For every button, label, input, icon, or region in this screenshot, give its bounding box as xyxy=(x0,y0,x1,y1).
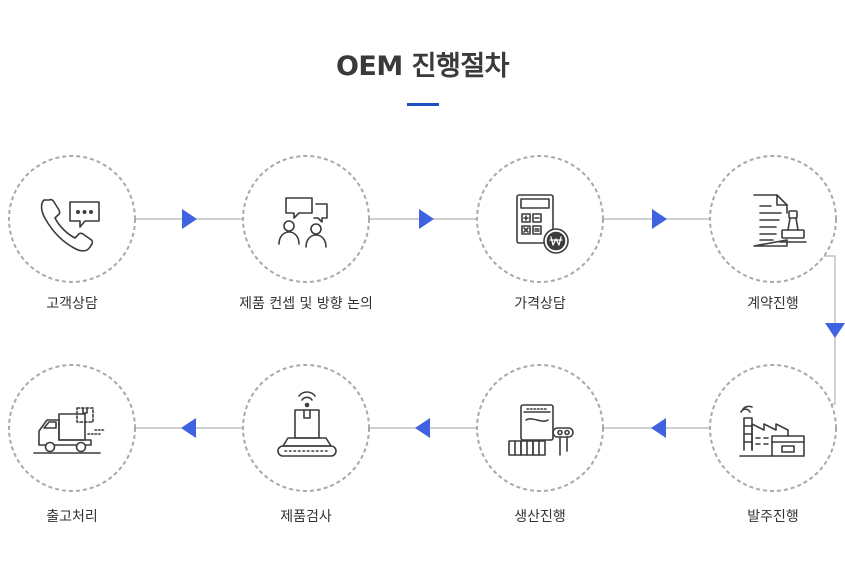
production-machine-icon xyxy=(508,404,574,456)
calculator-won-icon xyxy=(516,194,569,254)
step-label-1: 고객상담 xyxy=(46,296,98,312)
delivery-truck-icon xyxy=(33,407,105,454)
step-circle-4 xyxy=(709,155,837,283)
title-underline xyxy=(407,103,439,106)
phone-chat-icon xyxy=(40,198,100,252)
step-label-2: 제품 컨셉 및 방향 논의 xyxy=(239,296,373,312)
step-circle-6 xyxy=(476,364,604,492)
step-label-7: 제품검사 xyxy=(280,509,332,525)
discussion-people-icon xyxy=(278,197,328,248)
arrow-left-icon xyxy=(651,418,666,438)
page-title: OEM 진행절차 xyxy=(335,51,510,82)
factory-icon xyxy=(739,405,805,457)
arrow-left-icon xyxy=(181,418,196,438)
step-circle-2 xyxy=(242,155,370,283)
step-label-5: 발주진행 xyxy=(747,509,799,525)
arrow-right-icon xyxy=(182,209,197,229)
step-circle-1 xyxy=(8,155,136,283)
step-circle-7 xyxy=(242,364,370,492)
step-label-3: 가격상담 xyxy=(514,296,566,312)
contract-stamp-icon xyxy=(753,194,807,247)
conveyor-inspection-icon xyxy=(277,391,337,457)
arrow-right-icon xyxy=(419,209,434,229)
arrow-down-icon xyxy=(825,323,845,338)
arrow-left-icon xyxy=(415,418,430,438)
arrow-right-icon xyxy=(652,209,667,229)
step-label-8: 출고처리 xyxy=(46,509,98,525)
step-circle-8 xyxy=(8,364,136,492)
step-circle-3 xyxy=(476,155,604,283)
step-label-4: 계약진행 xyxy=(747,296,799,312)
step-circles xyxy=(8,155,837,492)
step-label-6: 생산진행 xyxy=(514,509,566,525)
